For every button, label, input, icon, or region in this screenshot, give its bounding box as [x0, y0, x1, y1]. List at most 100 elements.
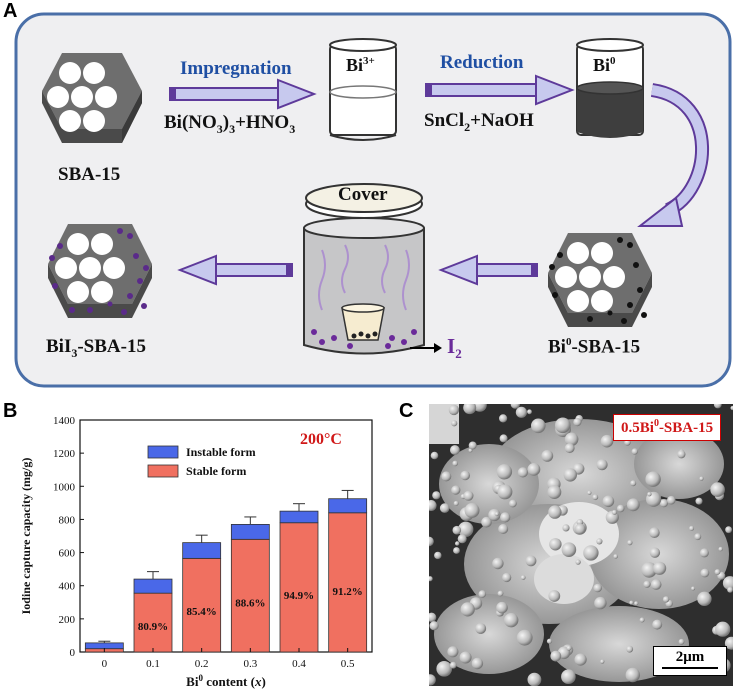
- nanoparticle: [496, 601, 508, 614]
- scale-bar-text: 2μm: [675, 649, 705, 665]
- nanoparticle: [667, 495, 676, 505]
- nanoparticle: [457, 534, 467, 544]
- nanoparticle: [583, 545, 599, 561]
- nanoparticle: [430, 451, 439, 460]
- nanoparticle: [645, 471, 661, 487]
- reduction-label: Reduction: [440, 52, 524, 73]
- nanoparticle: [677, 450, 686, 459]
- nanoparticle: [468, 448, 473, 453]
- bi0-sba15-particle: [548, 233, 652, 327]
- y-tick-label: 1200: [53, 448, 76, 460]
- nanoparticle: [548, 505, 562, 519]
- nanoparticle: [561, 542, 577, 557]
- bar-stable: [279, 522, 319, 653]
- temperature-label: 200°C: [300, 431, 342, 448]
- nanoparticle: [441, 471, 452, 482]
- nanoparticle: [612, 509, 617, 515]
- nanoparticle: [429, 500, 437, 511]
- nanoparticle: [499, 434, 508, 443]
- beaker-bi3plus: [329, 38, 397, 141]
- nanoparticle: [647, 492, 652, 497]
- nanoparticle: [596, 538, 603, 545]
- bar-stable: [328, 512, 368, 653]
- y-axis-label: Iodine capture capacity (mg/g): [19, 458, 33, 615]
- sem-micrograph: 0.5Bi0-SBA-15 2μm: [429, 404, 733, 686]
- legend-swatch-stable: [147, 464, 179, 478]
- scale-bar-line: [662, 667, 718, 669]
- nanoparticle: [594, 596, 607, 610]
- nanoparticle: [593, 583, 602, 593]
- nanoparticle: [575, 559, 581, 565]
- nanoparticle: [691, 586, 696, 591]
- nanoparticle: [520, 575, 526, 580]
- nanoparticle: [510, 404, 520, 409]
- bar-data-label: 80.9%: [138, 621, 168, 633]
- nanoparticle: [497, 590, 504, 597]
- nanoparticle: [713, 404, 722, 409]
- x-tick-label: 0.2: [195, 658, 209, 670]
- nanoparticle: [450, 445, 460, 455]
- x-tick-label: 0.4: [292, 658, 306, 670]
- nanoparticle: [602, 495, 615, 508]
- nanoparticle: [564, 432, 579, 447]
- bar-stable: [182, 557, 222, 653]
- bar-stable: [230, 538, 270, 653]
- nanoparticle: [555, 417, 571, 434]
- plot-frame: [79, 419, 373, 653]
- beaker1-ion-label: Bi3+: [346, 55, 375, 75]
- nanoparticle: [460, 470, 470, 481]
- nanoparticle: [463, 490, 474, 501]
- x-tick-label: 0.3: [243, 658, 257, 670]
- y-tick-label: 1400: [53, 415, 76, 427]
- reaction-arrow-left: [438, 254, 538, 286]
- nanoparticle: [550, 650, 562, 662]
- panel-letter-c: C: [399, 400, 414, 422]
- nanoparticle: [475, 623, 487, 634]
- sem-sample-label: 0.5Bi0-SBA-15: [613, 414, 722, 441]
- nanoparticle: [527, 672, 542, 686]
- nanoparticle: [549, 538, 562, 551]
- iodine-label: I2: [447, 334, 462, 362]
- bii3-sba15-label: BiI3-SBA-15: [46, 336, 146, 360]
- schematic-panel: [14, 12, 732, 388]
- nanoparticle: [650, 579, 662, 590]
- nanoparticle: [631, 448, 638, 455]
- nanoparticle: [718, 546, 723, 552]
- nanoparticle: [516, 629, 533, 646]
- nanoparticle: [629, 600, 634, 605]
- y-tick-label: 1000: [53, 481, 76, 493]
- beaker2-ion-label: Bi0: [593, 55, 616, 75]
- nanoparticle: [563, 468, 577, 482]
- nanoparticle: [527, 409, 532, 415]
- nanoparticle: [653, 561, 667, 575]
- nanoparticle: [439, 503, 450, 513]
- nanoparticle: [458, 521, 474, 537]
- bar-instable: [133, 578, 173, 594]
- nanoparticle: [626, 645, 634, 653]
- nanoparticle: [448, 404, 460, 416]
- nanoparticle: [678, 638, 685, 645]
- nanoparticle: [451, 420, 458, 427]
- nanoparticle: [641, 562, 657, 578]
- y-tick-label: 400: [59, 581, 76, 593]
- nanoparticle: [436, 661, 452, 677]
- nanoparticle: [730, 405, 733, 411]
- y-tick-label: 200: [59, 614, 76, 626]
- sba15-particle: [42, 53, 142, 143]
- product-arrow-left: [177, 254, 293, 286]
- bar-instable: [230, 524, 270, 540]
- reagent1-formula: Bi(NO3)3+HNO3: [164, 112, 296, 136]
- nanoparticle: [452, 460, 458, 467]
- nanoparticle: [499, 414, 508, 423]
- nanoparticle: [627, 540, 633, 546]
- nanoparticle: [502, 572, 512, 583]
- sem-scale-bar: 2μm: [653, 646, 727, 676]
- nanoparticle: [613, 554, 618, 559]
- nanoparticle: [459, 651, 472, 664]
- nanoparticle: [492, 557, 504, 570]
- beaker-bi0: [576, 38, 644, 138]
- nanoparticle: [561, 669, 576, 684]
- legend-label-instable: Instable form: [186, 445, 256, 459]
- nanoparticle: [497, 484, 513, 500]
